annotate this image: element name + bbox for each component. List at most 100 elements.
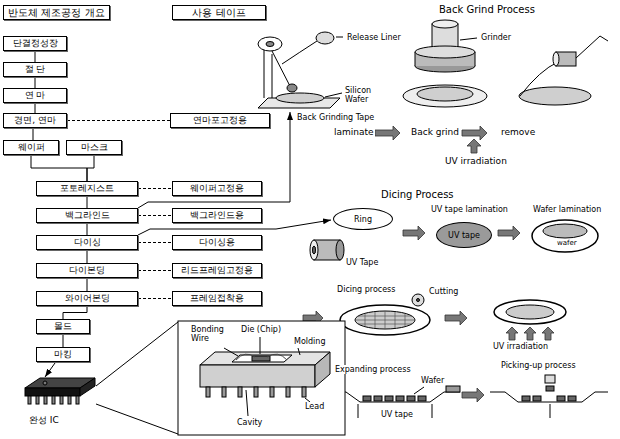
picking-tape xyxy=(490,392,608,402)
tape-link xyxy=(138,242,172,243)
part-label: wafer xyxy=(556,239,578,247)
part-label: UV Tape xyxy=(345,258,379,267)
expanding-tape xyxy=(396,396,404,401)
flow-line xyxy=(35,51,36,62)
box-text: 다이본딩 xyxy=(69,265,105,276)
uv-wafer xyxy=(494,300,566,324)
tape-laminator xyxy=(336,37,343,38)
box-text: 절 단 xyxy=(25,64,46,75)
tape-link xyxy=(138,298,172,299)
process-box: 마킹 xyxy=(36,347,90,362)
diced-wafer xyxy=(352,316,418,317)
tape-laminator xyxy=(287,84,297,92)
tape-remover xyxy=(519,36,608,105)
process-box: 다이싱 xyxy=(36,235,138,250)
flow-line xyxy=(63,334,64,347)
process-box: 연 마 xyxy=(3,88,67,103)
flow-line xyxy=(31,155,87,181)
tape-laminator xyxy=(264,50,265,98)
expanding-tape xyxy=(418,396,426,401)
process-box: 포토레지스트 xyxy=(36,181,138,196)
pointer-arrow xyxy=(138,112,290,208)
expanding-tape xyxy=(407,396,415,401)
tape-laminator xyxy=(258,37,282,51)
part-label: Release Liner xyxy=(346,33,402,42)
expanding-tape xyxy=(446,386,460,392)
process-box: 와이어본딩 xyxy=(36,291,138,306)
package-inset xyxy=(267,354,287,360)
tape-remover xyxy=(553,52,559,66)
process-box: 단결정성장 xyxy=(3,36,67,51)
part-label: Back grind xyxy=(410,127,460,137)
tape-roll xyxy=(310,240,318,260)
grinder xyxy=(417,87,473,101)
tape-link xyxy=(138,215,172,216)
tape-link xyxy=(67,120,170,121)
flow-line xyxy=(35,103,36,113)
package-inset xyxy=(178,321,345,435)
picking-tape xyxy=(490,375,608,418)
tape-roll xyxy=(313,246,316,254)
part-label: Wafer xyxy=(420,376,445,385)
package-inset xyxy=(232,355,292,362)
picking-tape xyxy=(533,396,541,401)
diced-wafer xyxy=(340,294,430,335)
tape-roll xyxy=(336,240,344,260)
tape-remover xyxy=(576,36,600,58)
ic-chip xyxy=(25,388,80,396)
uv-wafer xyxy=(494,300,566,324)
ic-chip xyxy=(52,396,55,404)
ic-chip xyxy=(44,396,47,404)
header-box: 반도체 제조공정 개요 xyxy=(3,5,110,20)
diced-wafer xyxy=(412,294,424,306)
uv-tape-disc: UV tape xyxy=(436,222,492,248)
process-box: 백그라인드 xyxy=(36,208,138,223)
grinder xyxy=(403,20,487,107)
ic-chip xyxy=(28,396,31,404)
flow-line xyxy=(33,128,34,140)
part-label: laminate xyxy=(333,127,375,137)
process-box: 마스크 xyxy=(66,140,122,155)
package-inset xyxy=(236,354,255,360)
expanding-tape xyxy=(330,392,460,402)
box-text: 포토레지스트 xyxy=(60,183,114,194)
process-box: 몰드 xyxy=(36,319,90,334)
tape-box: 프레임접착용 xyxy=(172,291,262,306)
process-arrow xyxy=(462,126,487,140)
expanding-tape xyxy=(363,396,371,401)
flow-line xyxy=(63,306,87,319)
part-label: Back Grind Process xyxy=(438,4,536,16)
expanding-tape xyxy=(414,387,424,394)
part-label: Die (Chip) xyxy=(240,325,282,334)
box-text: 백그라인드 xyxy=(65,210,110,221)
box-text: 연 마 xyxy=(25,90,46,101)
part-label: Silicon Wafer xyxy=(344,86,384,104)
part-label: UV tape xyxy=(380,410,414,419)
process-box: 다이본딩 xyxy=(36,263,138,278)
part-label: UV irradiation xyxy=(492,342,549,351)
box-text: 백그라인드용 xyxy=(190,210,244,221)
flow-line xyxy=(87,196,88,208)
picking-tape xyxy=(557,396,565,401)
process-box: 웨이퍼 xyxy=(3,140,59,155)
package-inset xyxy=(224,348,238,356)
ic-chip xyxy=(80,378,95,396)
grinder xyxy=(415,52,416,66)
package-inset xyxy=(178,321,345,435)
box-text: 리드프레임고정용 xyxy=(181,265,253,276)
ic-chip xyxy=(25,378,95,404)
process-box: 절 단 xyxy=(3,62,67,77)
part-label: Lead xyxy=(304,402,325,411)
diced-wafer xyxy=(352,324,418,325)
package-inset xyxy=(246,390,248,416)
box-text: 몰드 xyxy=(54,321,72,332)
box-text: UV tape xyxy=(448,230,480,241)
tape-laminator xyxy=(272,54,273,98)
wafer-frame xyxy=(543,224,587,238)
process-box: 경면, 연마 xyxy=(3,113,67,128)
package-inset xyxy=(254,387,258,397)
box-text: 웨이퍼고정용 xyxy=(190,183,244,194)
tape-link xyxy=(138,188,172,189)
package-inset xyxy=(298,348,300,355)
